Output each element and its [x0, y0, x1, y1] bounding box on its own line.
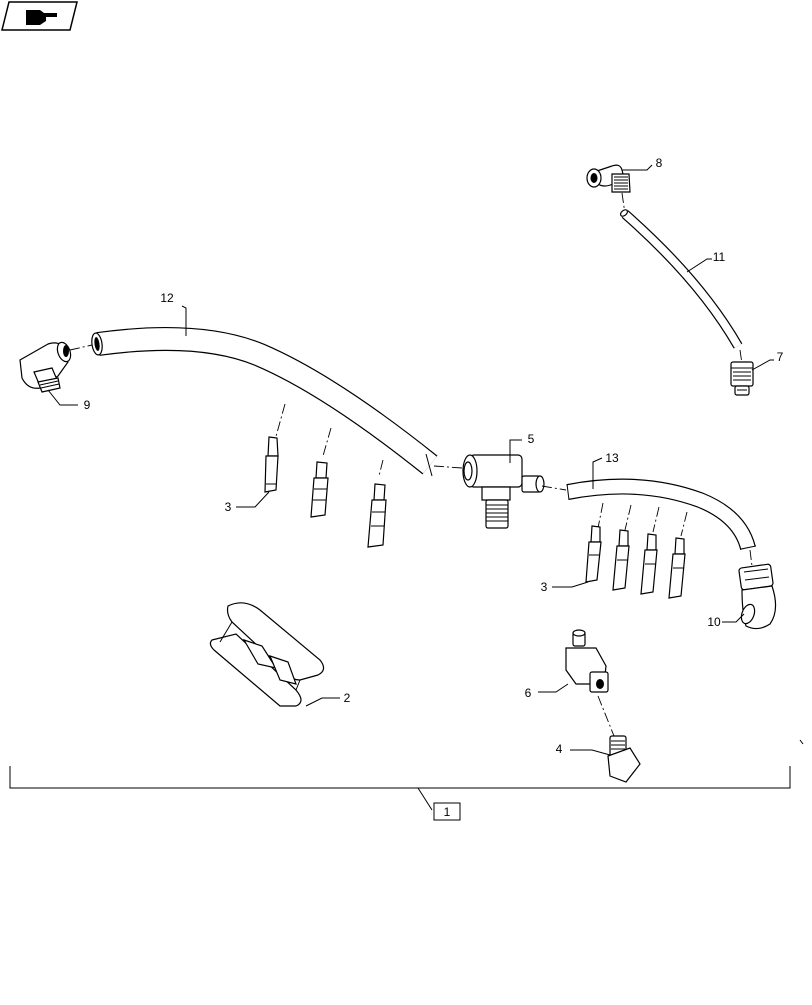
part-13-tube [566, 478, 757, 551]
callout-1: 1 [444, 805, 451, 819]
part-7-fitting [730, 361, 754, 396]
callout-8: 8 [656, 156, 663, 170]
callout-12: 12 [160, 291, 174, 305]
part-5-tee-fitting [462, 454, 545, 529]
callout-3-left: 3 [225, 500, 232, 514]
part-3-clamps-left [264, 403, 387, 548]
callout-11: 11 [713, 250, 726, 264]
callout-9: 9 [84, 398, 91, 412]
part-4-elbow-fitting [607, 735, 641, 783]
part-10-elbow-fitting [738, 563, 777, 630]
part-9-elbow-fitting [19, 341, 72, 393]
callout-6: 6 [525, 686, 532, 700]
callout-2: 2 [344, 691, 351, 705]
part-2-tube-cutter [209, 602, 325, 707]
callout-3-right: 3 [541, 580, 548, 594]
callout-13: 13 [605, 451, 619, 465]
leader-lines [47, 164, 774, 756]
part-6-fitting [565, 629, 609, 693]
part-8-elbow-fitting [586, 164, 631, 193]
part-12-tube [91, 327, 438, 477]
callout-7: 7 [777, 350, 784, 364]
part-11-tube [619, 209, 743, 349]
callout-10: 10 [707, 615, 721, 629]
part-3-clamps-right [585, 502, 688, 599]
callout-5: 5 [528, 432, 535, 446]
kit-bracket [9, 766, 791, 821]
hand-pointing-icon [1, 1, 78, 31]
callout-4: 4 [556, 742, 563, 756]
